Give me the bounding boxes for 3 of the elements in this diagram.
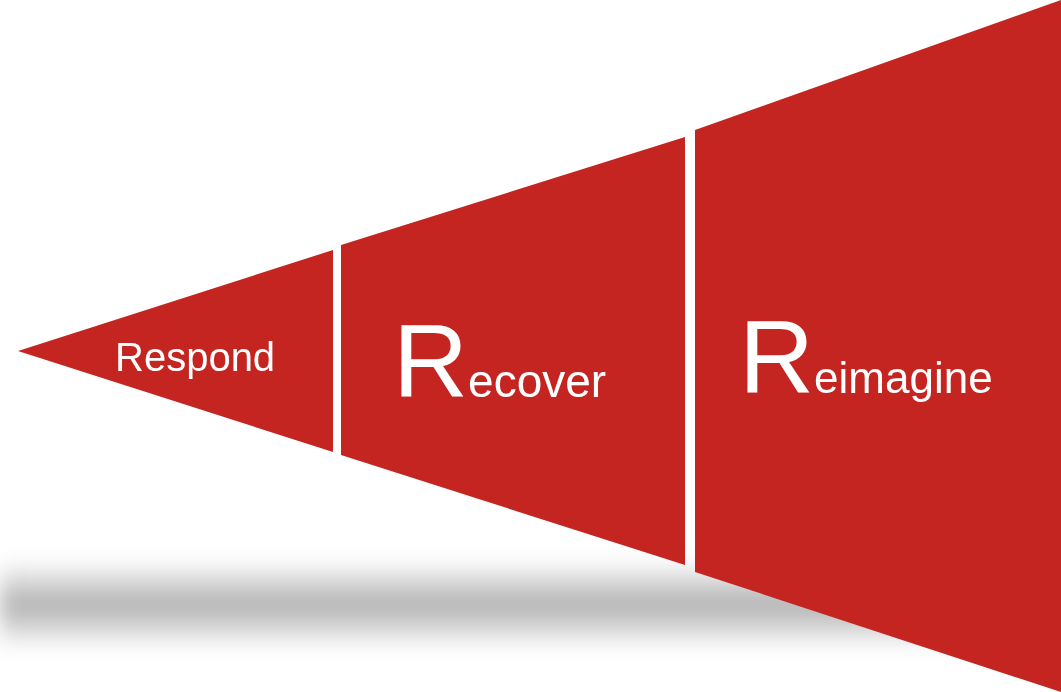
segment-label: Reimagine [739, 305, 993, 409]
segment-label: Recover [393, 309, 607, 413]
segment-label: Respond [115, 337, 276, 377]
